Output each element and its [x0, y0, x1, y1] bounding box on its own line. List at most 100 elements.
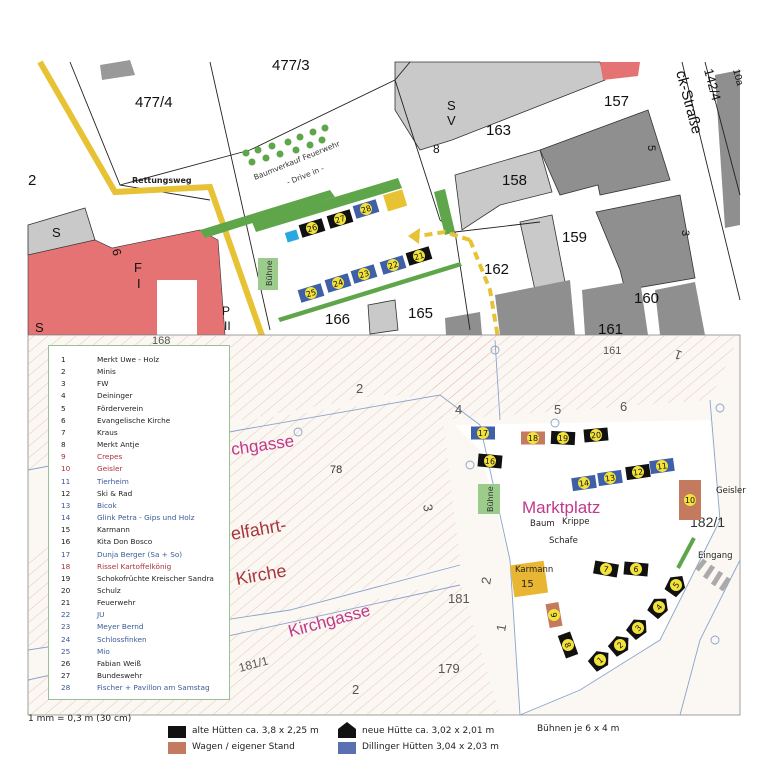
stall-number: 14	[578, 478, 589, 488]
legend-item-number: 23	[61, 622, 71, 632]
stall-number-badge	[484, 455, 496, 467]
legend-item-name: JU	[97, 610, 105, 620]
stall-number-badge	[358, 268, 370, 280]
building-light	[454, 149, 553, 231]
lot-label: 477/3	[272, 57, 310, 74]
legend-item-number: 22	[61, 610, 71, 620]
building-dark	[595, 194, 696, 291]
tree-label: Baum	[530, 519, 555, 529]
lot-label: 2	[28, 172, 36, 189]
building-dark	[495, 280, 575, 335]
lot-label: 181	[448, 591, 470, 606]
stall-23: 23	[350, 264, 378, 284]
legend-item-name: Rissel Kartoffelkönig	[97, 561, 172, 571]
legend-item: 20 Schulz	[61, 585, 229, 597]
building-gray	[367, 299, 399, 335]
legend-item: 7 Kraus	[61, 427, 229, 439]
stall-number: 1	[595, 655, 605, 665]
lot-label: 166	[325, 311, 350, 328]
legend-item-name: Schokofrüchte Kreischer Sandra	[97, 573, 214, 583]
stall-number: 20	[591, 431, 602, 441]
lot-label: 6	[620, 399, 627, 414]
stall-number: 12	[632, 467, 643, 477]
geisler-label: Geisler	[716, 486, 746, 496]
stall-number-badge	[590, 429, 602, 441]
stall-number: 5	[671, 581, 681, 590]
stall-number-badge	[614, 639, 626, 651]
legend-item-name: Minis	[97, 367, 116, 377]
stall-number-badge	[334, 213, 346, 225]
legend-item-number: 20	[61, 585, 71, 595]
legend-item-number: 3	[61, 379, 66, 389]
legend-item-name: Kraus	[97, 427, 118, 437]
legend-item-number: 27	[61, 671, 71, 681]
lot-label: 161	[598, 321, 623, 338]
lot-label: 1	[672, 347, 684, 364]
legend-item-name: Merkt Uwe - Holz	[97, 355, 160, 364]
lot-label: 2	[352, 682, 359, 697]
stall-number: 2	[615, 640, 625, 650]
stall-number-badge	[670, 579, 682, 591]
legend-item-name: Geisler	[97, 464, 123, 474]
stall-10: 10	[679, 480, 701, 520]
stage-bottom-label: Bühne	[486, 486, 495, 512]
stall-25: 25	[297, 283, 325, 303]
stall-21: 21	[405, 246, 433, 266]
legend-swatch-alte	[168, 726, 186, 738]
legend-item-number: 21	[61, 598, 71, 608]
stage-top-label: Bühne	[265, 260, 274, 286]
legend-item-name: Schulz	[97, 585, 121, 595]
legend-item-number: 18	[61, 561, 71, 571]
legend-swatch-dillinger	[338, 742, 356, 754]
legend-item: 1 Merkt Uwe - Holz	[61, 354, 229, 366]
stall-number-badge	[630, 563, 642, 575]
legend-item-name: Fabian Weiß	[97, 658, 141, 668]
stall-number-badge	[527, 432, 539, 444]
stall-number: 28	[360, 204, 372, 216]
legend-item-name: FW	[97, 379, 109, 389]
legend-item-name: Evangelische Kirche	[97, 415, 171, 425]
stall-3: 3	[625, 619, 647, 641]
legend-item: 18 Rissel Kartoffelkönig	[61, 561, 229, 573]
stall-number-badge	[632, 622, 644, 634]
stall-16: 16	[477, 453, 503, 469]
stall-number-badge	[477, 427, 489, 439]
building-dark	[655, 282, 705, 335]
legend-item-name: Fischer + Pavillon am Samstag	[97, 683, 210, 693]
house-number: 8	[433, 142, 440, 156]
legend-swatch-neue	[338, 722, 356, 738]
stall-28: 28	[352, 199, 380, 219]
lot-label: 78	[330, 464, 342, 476]
lot-label: 159	[562, 229, 587, 246]
stall-5: 5	[664, 575, 686, 598]
legend-item-number: 7	[61, 427, 66, 437]
lot-label: 3	[420, 503, 436, 513]
building-dark	[582, 280, 648, 335]
stall-number-badge	[332, 277, 344, 289]
stage-bottom	[478, 484, 500, 514]
legend-item-number: 13	[61, 500, 71, 510]
legend-item-number: 1	[61, 355, 66, 364]
building-gray	[100, 60, 135, 80]
top-map: Bühne 477/4 477/3 2 163 157 158 159 162 …	[27, 57, 745, 471]
bldg-letter: S	[35, 320, 44, 335]
house-number: 5	[645, 145, 657, 151]
legend-swatch-wagen	[168, 742, 186, 754]
lot-label: 1	[493, 623, 509, 633]
parking-spot	[383, 189, 408, 212]
green-hedges	[200, 178, 462, 322]
building-dark	[539, 109, 671, 196]
legend-item-name: Glink Petra - Gips und Holz	[97, 513, 195, 523]
rescue-route	[37, 60, 298, 431]
bldg-letter: I	[137, 276, 141, 291]
karmann-number: 15	[521, 579, 534, 590]
